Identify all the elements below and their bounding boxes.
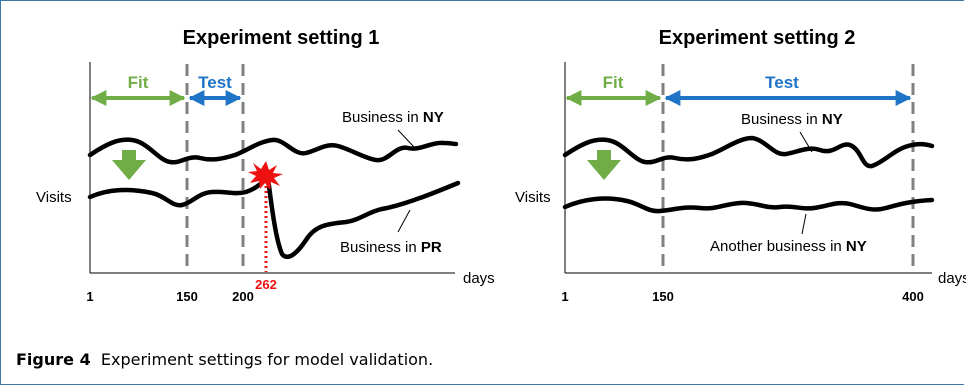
panel-1-ny-label: Business in NY — [342, 109, 444, 126]
panel-1-pr-series-line — [87, 174, 461, 260]
panel-1-pr-pointer — [397, 209, 411, 233]
panel-2-ny-pointer — [799, 131, 813, 153]
panel-2-ny-label: Business in NY — [741, 111, 843, 128]
panel-2-ny-series-line — [562, 135, 935, 169]
panel-1-fit-label: Fit — [128, 73, 149, 92]
panel-2-test-label: Test — [765, 73, 799, 92]
panel-2-fit-label: Fit — [603, 73, 624, 92]
panel-1-event-burst-icon — [248, 161, 283, 190]
panel-1-tick-150: 150 — [176, 289, 198, 304]
figure-caption-text: Experiment settings for model validation… — [100, 350, 434, 369]
panel-2-drop-arrow-icon — [587, 150, 621, 180]
figure-caption: Figure 4 Experiment settings for model v… — [16, 350, 433, 369]
panel-setting-1: Experiment setting 1 Fit Test Visits day… — [36, 27, 495, 304]
panel-2-other-series-line — [562, 196, 935, 214]
panel-1-ny-pointer — [397, 129, 415, 148]
panel-2-other-pointer — [801, 213, 807, 235]
figure-caption-label: Figure 4 — [16, 350, 91, 369]
panel-1-drop-arrow-icon — [112, 150, 146, 180]
panel-1-tick-start: 1 — [86, 289, 93, 304]
panel-2-title: Experiment setting 2 — [659, 27, 856, 49]
panel-2-tick-150: 150 — [652, 289, 674, 304]
panel-1-test-label: Test — [198, 73, 232, 92]
panel-1-y-label: Visits — [36, 189, 72, 206]
panel-setting-2: Experiment setting 2 Fit Test Visits day… — [515, 27, 966, 304]
panel-1-x-unit: days — [463, 270, 495, 287]
panel-1-title: Experiment setting 1 — [183, 27, 380, 49]
panel-1-ny-series-line — [87, 137, 459, 165]
panel-2-y-label: Visits — [515, 189, 551, 206]
panel-1-tick-event: 262 — [255, 277, 277, 292]
panel-2-other-label: Another business in NY — [710, 238, 867, 255]
panel-2-tick-start: 1 — [561, 289, 568, 304]
panel-1-pr-label: Business in PR — [340, 239, 442, 256]
panel-2-tick-400: 400 — [902, 289, 924, 304]
panel-2-x-unit: days — [938, 270, 966, 287]
panel-1-tick-200: 200 — [232, 289, 254, 304]
